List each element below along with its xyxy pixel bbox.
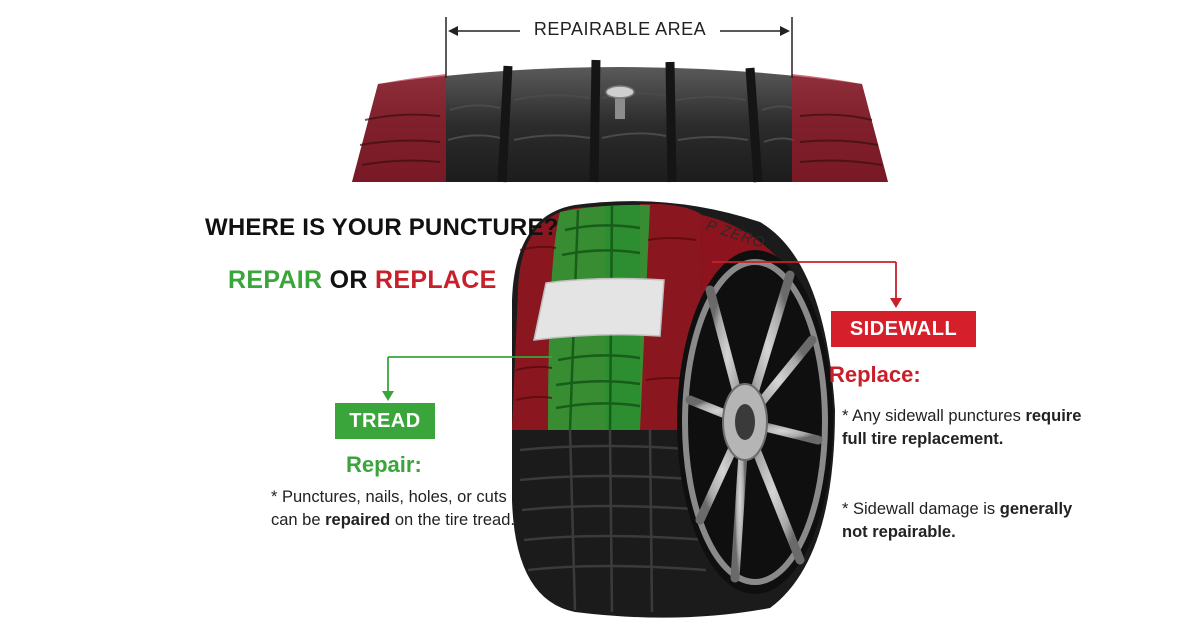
tread-callout-line [382,356,552,401]
subhead-or: OR [329,266,368,294]
tread-closeup [352,17,888,183]
repairable-area-label: REPAIRABLE AREA [520,19,720,40]
nail-icon [605,85,635,119]
tread-action: Repair: [346,452,422,477]
subhead-replace: REPLACE [375,266,497,294]
sidewall-note-2-start: * Sidewall damage is [842,500,1000,518]
tread-sipes [447,92,795,143]
tread-cutaway [533,277,665,341]
repairable-area-arrow [445,17,793,78]
tread-note: * Punctures, nails, holes, or cuts can b… [271,486,531,532]
right-shoulder-overlay [792,74,888,182]
tread-grooves [497,59,763,183]
sidewall-note-2: * Sidewall damage is generally not repai… [842,498,1102,544]
left-shoulder-overlay [352,74,446,182]
sidewall-note-1-start: * Any sidewall punctures [842,407,1026,425]
sidewall-callout-line [712,261,902,308]
sidewall-note-1: * Any sidewall punctures require full ti… [842,405,1102,451]
tread-note-end: on the tire tread. [390,511,515,529]
sidewall-note-1-bold: require full tire replacement. [842,407,1082,448]
subhead-repair: REPAIR [228,266,323,294]
headline: WHERE IS YOUR PUNCTURE? [205,214,559,241]
rim [677,250,833,594]
sidewall-badge: SIDEWALL [831,311,976,347]
sidewall-note-2-bold: generally not repairable. [842,500,1073,541]
sidewall-action: Replace: [829,362,921,387]
subhead: REPAIR OR REPLACE [228,266,497,295]
tread-note-start: * Punctures, nails, holes, or cuts can b… [271,488,507,529]
tread-note-bold: repaired [325,511,391,529]
tread-badge: TREAD [335,403,435,439]
